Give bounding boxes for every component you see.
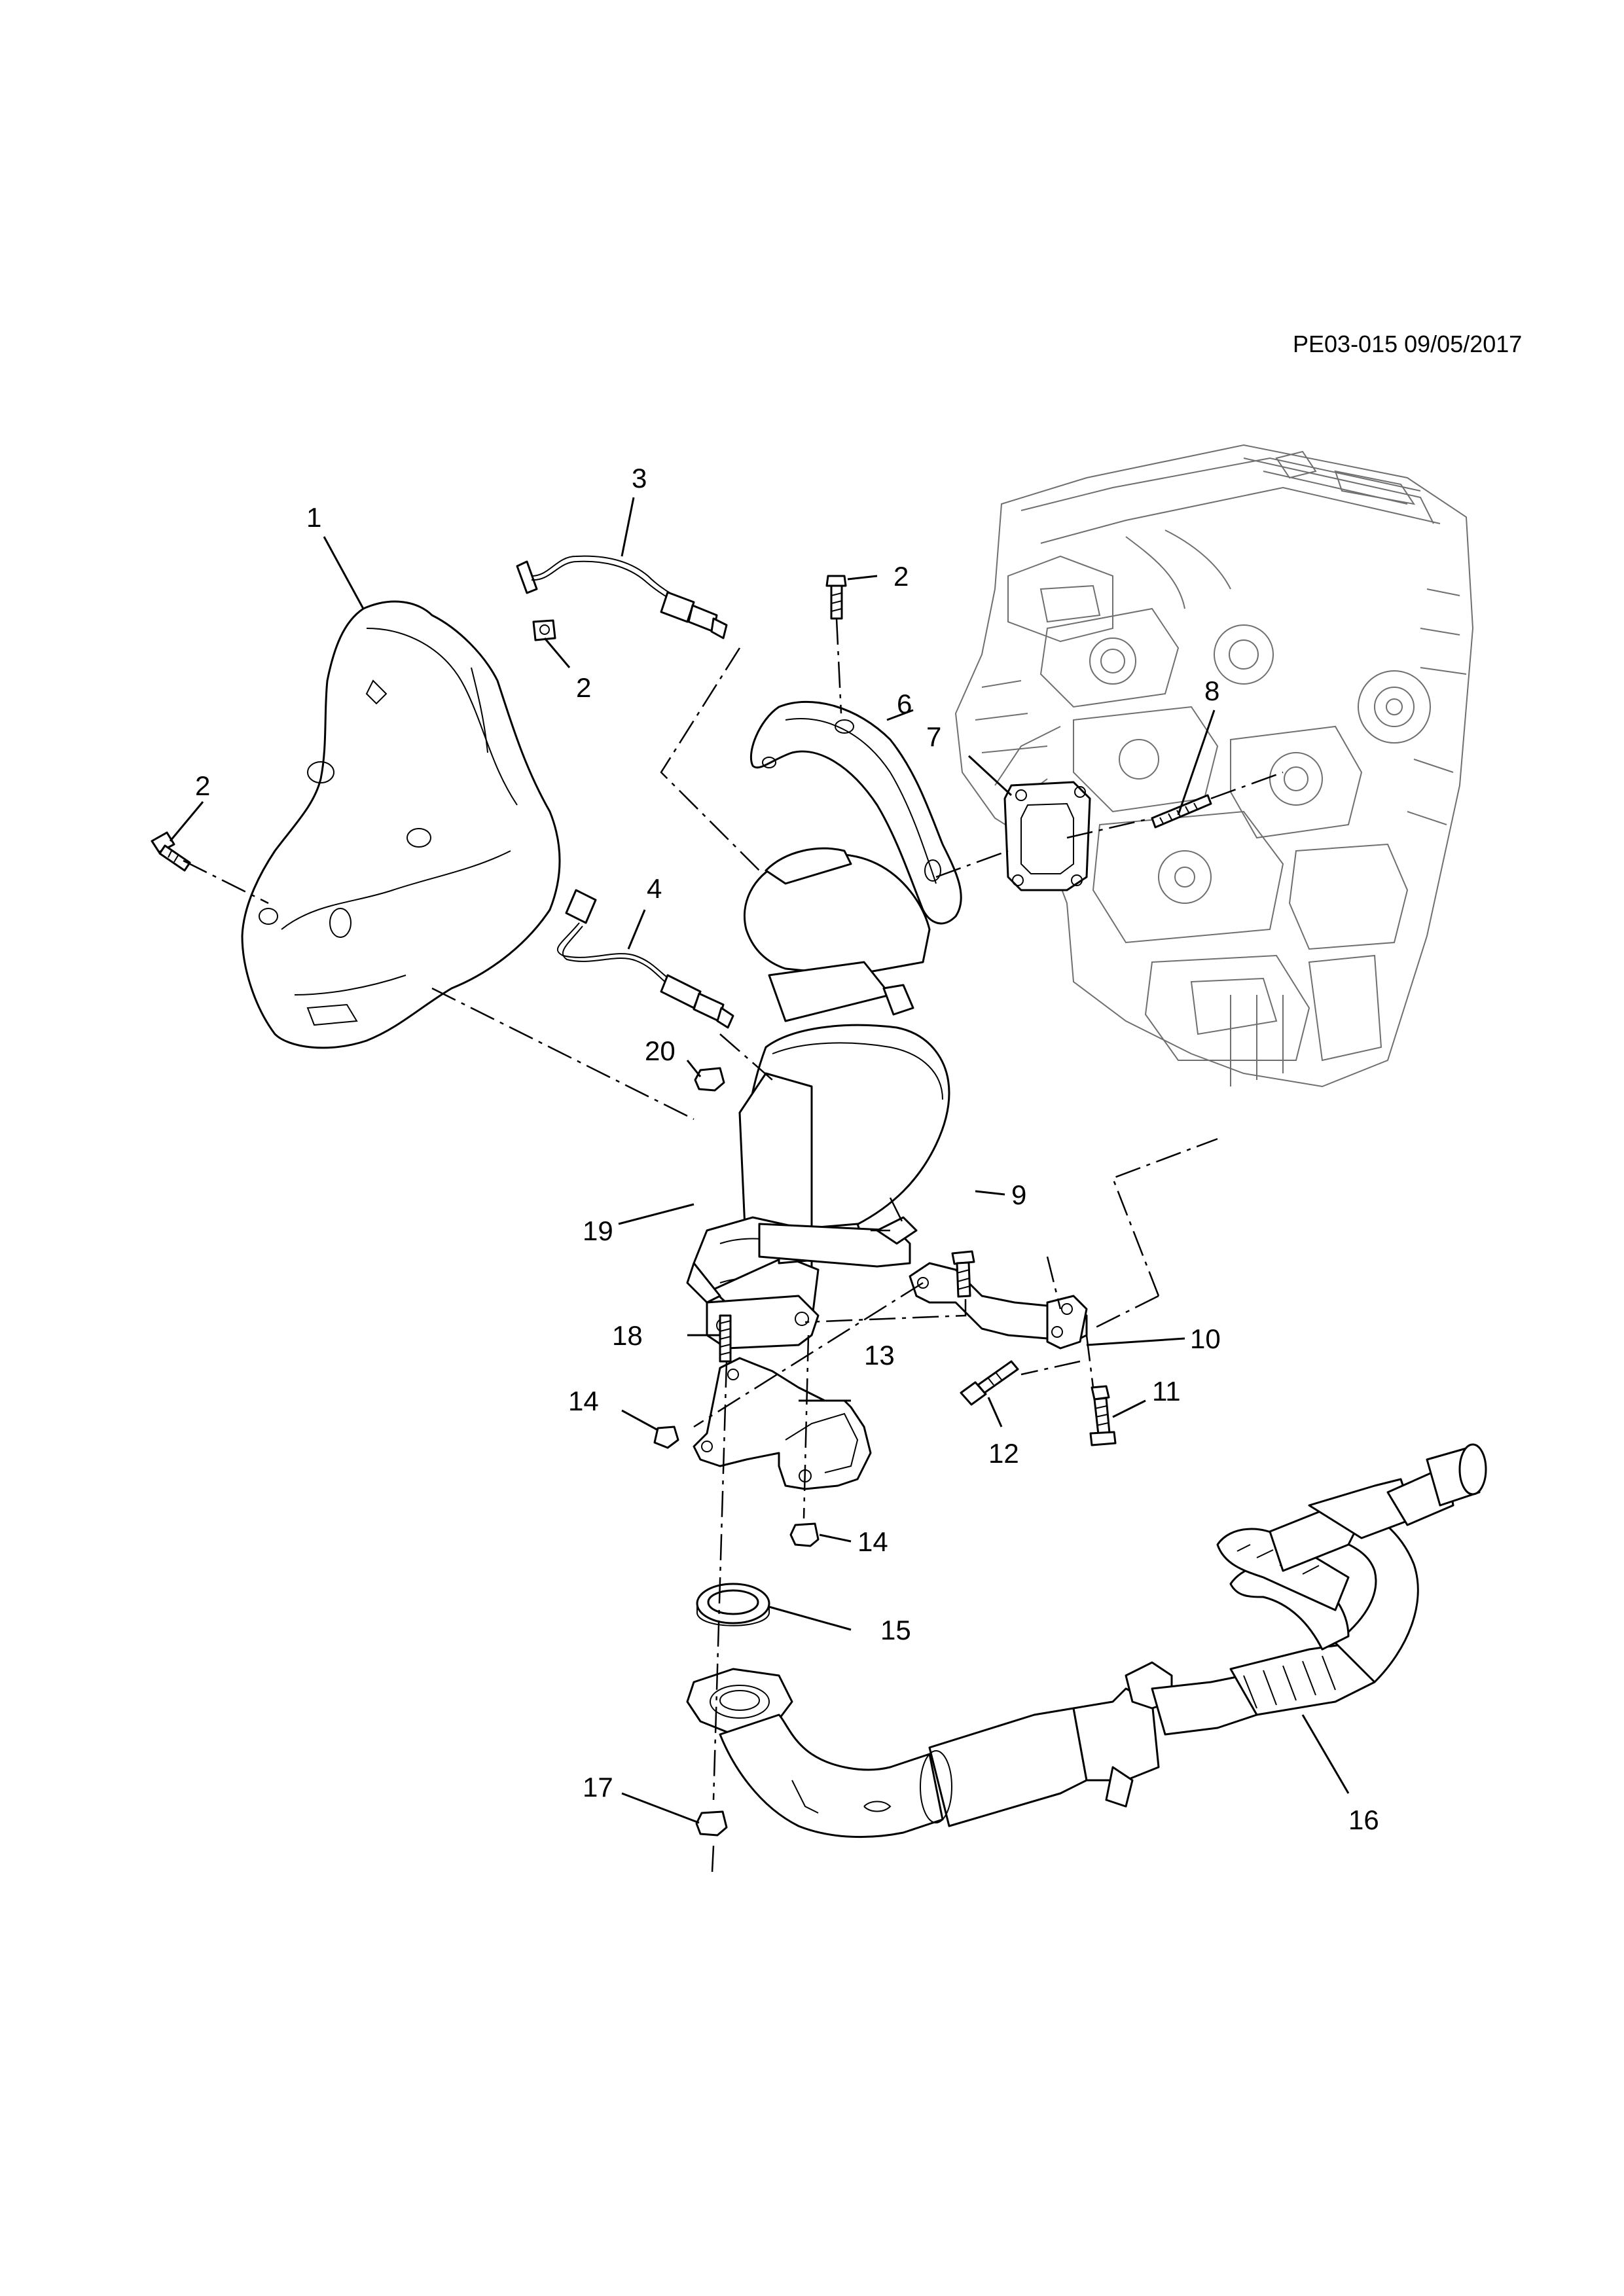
nut-17 [695, 1810, 728, 1837]
callout-16: 16 [1348, 1804, 1379, 1835]
nut-20 [694, 1067, 725, 1092]
callout-20: 20 [645, 1035, 676, 1066]
exhaust-pipe [686, 1443, 1487, 1839]
exhaust-gasket [696, 1583, 770, 1626]
bolt-11 [1089, 1385, 1117, 1446]
callout-1: 1 [306, 502, 321, 533]
callout-7: 7 [926, 721, 941, 752]
stud-18 [719, 1314, 732, 1363]
callout-9: 9 [1011, 1179, 1026, 1210]
callout-13: 13 [864, 1340, 895, 1371]
manifold-gasket [1003, 781, 1091, 891]
callout-14-bottom: 14 [857, 1526, 888, 1557]
callout-2-shield: 2 [576, 672, 591, 703]
lower-bracket [693, 1357, 872, 1490]
stud [1151, 794, 1212, 829]
assembly-lines [183, 618, 1284, 1873]
callout-14-left: 14 [568, 1386, 599, 1416]
callout-12: 12 [988, 1438, 1019, 1469]
bolt-9 [951, 1250, 975, 1298]
heat-shield [241, 600, 561, 1049]
bolt-2-top [825, 575, 847, 620]
callout-17: 17 [583, 1772, 613, 1803]
reference-code: PE03-015 09/05/2017 [1293, 331, 1523, 357]
bolt-2-shield [532, 619, 556, 641]
callout-8: 8 [1204, 675, 1219, 706]
bolt-12 [960, 1360, 1019, 1406]
support-bracket [909, 1262, 1088, 1350]
nut-14-bottom [789, 1522, 820, 1547]
nut-14-left [653, 1426, 679, 1449]
leader-lines [169, 497, 1350, 1824]
upstream-oxygen-sensor [516, 555, 728, 639]
engine-block [954, 444, 1474, 1088]
callout-3: 3 [632, 463, 647, 493]
callout-6: 6 [897, 689, 912, 719]
downstream-oxygen-sensor [556, 889, 734, 1029]
bolt-2-left [151, 831, 191, 872]
callout-10: 10 [1190, 1323, 1221, 1354]
callout-labels: 1 2 2 2 3 4 6 7 8 9 10 11 12 13 14 14 15… [195, 463, 1379, 1835]
callout-15: 15 [880, 1615, 911, 1645]
callout-19: 19 [583, 1215, 613, 1246]
catalytic-converter [686, 847, 950, 1350]
callout-2-left: 2 [195, 770, 210, 801]
callout-2-top: 2 [893, 561, 909, 592]
callout-11: 11 [1152, 1376, 1181, 1407]
callout-18: 18 [612, 1320, 643, 1351]
callout-4: 4 [647, 873, 662, 904]
